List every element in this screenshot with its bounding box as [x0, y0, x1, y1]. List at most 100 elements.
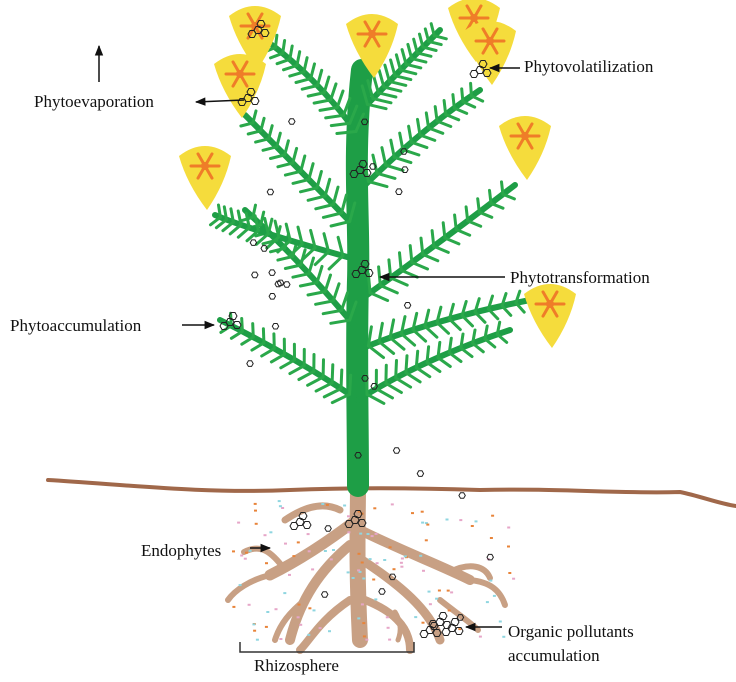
leaflet — [427, 347, 429, 363]
leaflet — [389, 260, 391, 278]
soil-particle — [371, 535, 374, 537]
leaflet — [300, 283, 317, 286]
pollutant-hexagon — [290, 523, 298, 530]
leaflet — [369, 182, 387, 187]
pollutant-hexagon — [250, 240, 256, 246]
soil-particle — [372, 579, 375, 581]
soil-particle — [352, 577, 355, 579]
leaflet — [296, 79, 311, 83]
soil-particle — [253, 630, 256, 632]
soil-particle — [281, 507, 284, 509]
soil-particle — [375, 533, 378, 535]
leaflet — [386, 383, 402, 392]
leaflet — [471, 83, 472, 95]
soil-particle — [359, 533, 362, 535]
leaflet — [446, 115, 459, 120]
soil-particle — [297, 541, 300, 543]
pollutant-hexagon — [470, 71, 478, 78]
leaflet — [304, 58, 307, 72]
soil-particle — [347, 571, 350, 573]
soil-particle — [358, 553, 361, 555]
pollutant-hexagon — [252, 272, 258, 278]
pollutant-hexagon — [417, 471, 423, 477]
soil-particle — [254, 503, 257, 505]
leaflet — [271, 155, 285, 159]
soil-particle — [373, 507, 376, 509]
leaflet — [389, 81, 405, 85]
soil-particle — [512, 578, 515, 580]
leaflet — [269, 126, 273, 139]
leaflet — [367, 104, 386, 108]
soil-particle — [388, 639, 391, 641]
soil-particle — [324, 550, 327, 552]
leaflet — [395, 76, 411, 80]
leaflet — [332, 365, 333, 383]
leaflet — [402, 50, 406, 65]
soil-particle — [422, 622, 425, 624]
pollutant-hexagon — [451, 619, 459, 626]
leaflet — [478, 199, 480, 213]
soil-particle — [319, 627, 322, 629]
soil-particle — [426, 524, 429, 526]
leaflet — [473, 343, 484, 352]
leaflet — [285, 171, 300, 175]
soil-particle — [447, 590, 450, 592]
leaflet — [413, 330, 426, 341]
root-system — [228, 486, 505, 650]
soil-particle — [232, 606, 235, 608]
leaflet — [429, 128, 443, 133]
soil-particle — [450, 591, 453, 593]
soil-particle — [237, 522, 240, 524]
leaflet — [253, 111, 256, 123]
soil-particle — [361, 562, 364, 564]
leaflet — [278, 163, 293, 167]
leaflet — [317, 266, 322, 282]
soil-particle — [252, 623, 255, 625]
leaflet — [449, 353, 461, 362]
leaflet — [377, 173, 395, 178]
leaflet — [420, 34, 423, 47]
leaflet — [253, 324, 254, 338]
leaflet — [461, 334, 463, 348]
leaflet — [435, 107, 437, 122]
soil-particle — [279, 505, 282, 507]
soil-particle — [279, 638, 282, 640]
soil-particle — [347, 515, 350, 517]
organic-pollutants-line2: accumulation — [508, 644, 634, 668]
soil-particle — [308, 607, 311, 609]
leaflet — [406, 373, 420, 382]
soil-particle — [486, 601, 489, 603]
leaflet — [308, 196, 325, 200]
leaflet — [417, 53, 431, 56]
leaflet — [391, 60, 395, 76]
pollutant-hexagon — [379, 589, 385, 595]
leaflet — [420, 135, 435, 140]
leaflet — [329, 256, 343, 269]
soil-particle — [414, 616, 417, 618]
pollutant-hexagon — [325, 526, 331, 532]
soil-particle — [254, 510, 257, 512]
endophytes-label: Endophytes — [141, 541, 221, 561]
leaflet — [337, 132, 356, 134]
leaflet — [445, 238, 459, 244]
leaflet — [242, 319, 243, 332]
leaflet — [241, 123, 253, 126]
pollutant-hexagon — [396, 189, 402, 195]
soil-particle — [321, 503, 324, 505]
leaflet — [479, 212, 492, 217]
leaflet — [309, 258, 314, 274]
soil-particle — [307, 634, 310, 636]
leaflet — [434, 36, 446, 39]
soil-particle — [264, 534, 267, 536]
soil-particle — [357, 617, 360, 619]
leaflet — [317, 172, 321, 188]
pollutant-hexagon — [303, 522, 311, 529]
soil-particle — [269, 531, 272, 533]
leaflet — [429, 41, 442, 44]
soil-particle — [244, 558, 247, 560]
flower — [179, 146, 231, 210]
leaflet — [453, 95, 454, 109]
leaflet — [290, 366, 304, 374]
soil-particle — [283, 592, 286, 594]
leaflet — [283, 41, 285, 54]
